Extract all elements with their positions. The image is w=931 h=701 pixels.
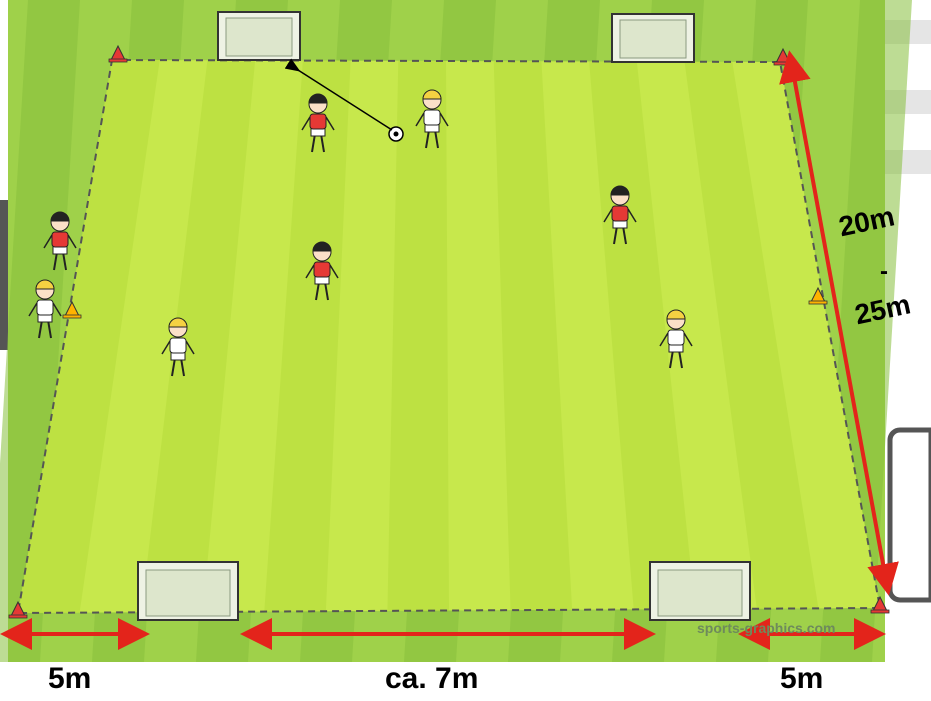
length-separator-label: -: [880, 258, 888, 286]
goal-icon: [138, 562, 238, 620]
middle-gap-label: ca. 7m: [385, 662, 478, 696]
watermark-text: sports-graphics.com: [697, 620, 835, 636]
goal-icon: [650, 562, 750, 620]
right-gap-label: 5m: [780, 662, 823, 696]
goal-icon: [612, 14, 694, 62]
left-gap-label: 5m: [48, 662, 91, 696]
goal-icon: [218, 12, 300, 60]
playing-area: [18, 60, 880, 613]
